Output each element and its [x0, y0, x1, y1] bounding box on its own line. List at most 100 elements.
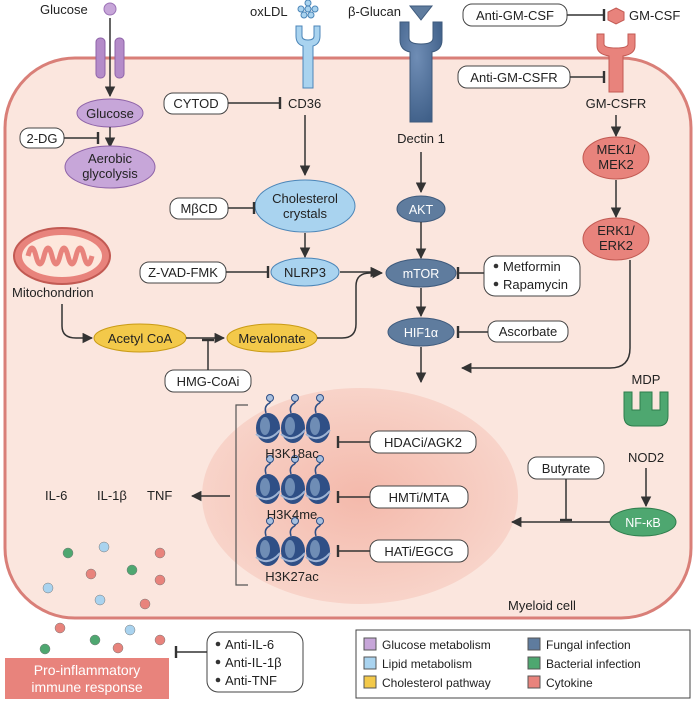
akt-label: AKT	[409, 203, 434, 217]
aerobic-label-2: glycolysis	[82, 166, 138, 181]
response-label-1: Pro-inflammatory	[34, 662, 141, 678]
cholesterol-label-2: crystals	[283, 206, 328, 221]
nucleosome-icon	[280, 517, 306, 566]
tnf-label: TNF	[147, 488, 172, 503]
h3k18ac-label: H3K18ac	[265, 446, 319, 461]
nucleosome-icon	[255, 394, 281, 443]
legend-swatch	[527, 656, 541, 670]
beta-glucan-label: β-Glucan	[348, 4, 401, 19]
nlrp3-node	[270, 257, 340, 287]
cytokine-particle-icon	[124, 624, 136, 636]
nfkb-label: NF-κB	[625, 516, 660, 530]
glucose-molecule-icon	[103, 2, 117, 16]
legend-swatch	[363, 637, 377, 651]
nucleosome-icon	[305, 455, 331, 504]
legend-label: Fungal infection	[546, 638, 631, 652]
legend-label: Lipid metabolism	[382, 657, 472, 671]
anti-il1b-label: Anti-IL-1β	[225, 655, 282, 670]
legend-swatch	[527, 637, 541, 651]
legend-swatch	[527, 675, 541, 689]
ascorbate-label: Ascorbate	[499, 324, 558, 339]
metformin-rapamycin-box	[483, 255, 581, 297]
mtor-node	[385, 258, 457, 288]
legend-label: Cytokine	[546, 676, 593, 690]
cytokine-particle-icon	[154, 574, 166, 586]
aerobic-glycolysis-node	[64, 145, 156, 189]
h3k4me-label: H3K4me	[267, 507, 318, 522]
bullet-icon	[215, 641, 221, 647]
bullet-icon	[493, 263, 499, 269]
myeloid-cell-label: Myeloid cell	[508, 598, 576, 613]
nucleosome-group	[255, 394, 331, 566]
legend-swatch	[363, 656, 377, 670]
gmcsfr-receptor-icon	[596, 33, 636, 93]
acetyl-coa-label: Acetyl CoA	[108, 331, 173, 346]
legend-box	[355, 629, 691, 699]
cytokine-particle-icon	[54, 622, 66, 634]
nucleosome-icon	[255, 517, 281, 566]
mevalonate-label: Mevalonate	[238, 331, 305, 346]
pro-inflammatory-box	[5, 658, 169, 699]
bullet-icon	[493, 281, 499, 287]
erk-label-1: ERK1/	[597, 223, 635, 238]
metformin-label: Metformin	[503, 259, 561, 274]
cytokine-particle-icon	[39, 643, 51, 655]
cytokine-particle-icon	[62, 547, 74, 559]
gmcsf-molecule-icon	[607, 7, 625, 25]
anti-gmcsfr-label: Anti-GM-CSFR	[470, 70, 557, 85]
nucleus	[202, 388, 518, 604]
two-dg-label: 2-DG	[26, 131, 57, 146]
dectin1-label: Dectin 1	[397, 131, 445, 146]
rapamycin-label: Rapamycin	[503, 277, 568, 292]
anti-il6-label: Anti-IL-6	[225, 637, 274, 652]
nucleosome-icon	[305, 517, 331, 566]
anti-tnf-label: Anti-TNF	[225, 673, 277, 688]
anti-cytokine-box	[206, 631, 304, 693]
aerobic-label-1: Aerobic	[88, 151, 133, 166]
gmcsfr-label: GM-CSFR	[586, 96, 647, 111]
legend-swatch	[363, 675, 377, 689]
hmti-label: HMTi/MTA	[389, 490, 450, 505]
il1b-label: IL-1β	[97, 488, 127, 503]
nlrp3-label: NLRP3	[284, 265, 326, 280]
glucose-transporter-icon	[95, 37, 125, 79]
cytokine-particle-icon	[126, 564, 138, 576]
cd36-receptor-icon	[295, 25, 321, 89]
bullet-icon	[215, 659, 221, 665]
cytokine-particle-icon	[85, 568, 97, 580]
h3k27ac-label: H3K27ac	[265, 569, 319, 584]
cytokine-particle-icon	[98, 541, 110, 553]
legend-label: Bacterial infection	[546, 657, 641, 671]
bullet-icon	[215, 677, 221, 683]
oxldl-label: oxLDL	[250, 4, 288, 19]
il6-label: IL-6	[45, 488, 67, 503]
mitochondrion-label: Mitochondrion	[12, 285, 94, 300]
cytokine-particle-icon	[94, 594, 106, 606]
cd36-label: CD36	[288, 96, 321, 111]
gmcsf-label: GM-CSF	[629, 8, 680, 23]
beta-glucan-icon	[408, 5, 434, 21]
cytokine-particle-icon	[154, 634, 166, 646]
hdaci-label: HDACi/AGK2	[384, 435, 462, 450]
mek-label-1: MEK1/	[596, 142, 635, 157]
anti-gmcsf-label: Anti-GM-CSF	[476, 8, 554, 23]
zvad-label: Z-VAD-FMK	[148, 265, 218, 280]
nod2-receptor-icon	[623, 391, 669, 427]
histone-bracket	[235, 404, 248, 586]
nucleosome-icon	[280, 455, 306, 504]
hif1a-node	[387, 317, 455, 347]
nucleosome-icon	[305, 394, 331, 443]
butyrate-label: Butyrate	[542, 461, 590, 476]
nucleosome-icon	[280, 394, 306, 443]
mdp-label: MDP	[632, 372, 661, 387]
nucleosome-icon	[255, 455, 281, 504]
mtor-label: mTOR	[403, 267, 440, 281]
mbcd-label: MβCD	[180, 201, 217, 216]
mek-label-2: MEK2	[598, 157, 633, 172]
legend-label: Cholesterol pathway	[382, 676, 491, 690]
cytokine-particle-icon	[154, 547, 166, 559]
cholesterol-label-1: Cholesterol	[272, 191, 338, 206]
